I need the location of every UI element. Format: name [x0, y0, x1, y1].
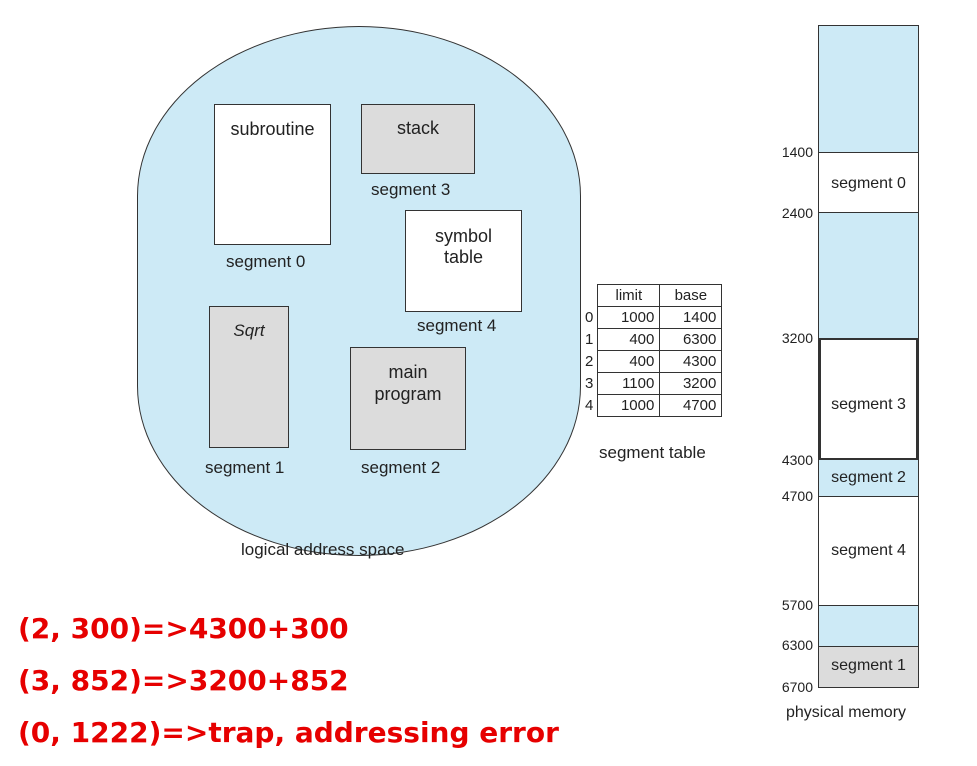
- address-label: 3200: [781, 330, 813, 346]
- header-limit: limit: [597, 284, 661, 307]
- memory-segment-3: segment 3: [819, 338, 918, 460]
- row-limit: 1100: [597, 372, 661, 395]
- address-label: 2400: [781, 205, 813, 221]
- subroutine-box: subroutine: [214, 104, 331, 245]
- row-index: 3: [585, 375, 594, 392]
- sqrt-segment-label: segment 1: [205, 458, 285, 477]
- symbol-table-box: symbol table: [405, 210, 522, 312]
- address-label: 1400: [781, 144, 813, 160]
- address-label: 6700: [781, 679, 813, 695]
- free-block: [819, 213, 918, 338]
- address-label: 4700: [781, 488, 813, 504]
- sqrt-text: Sqrt: [233, 321, 265, 340]
- table-row: 2 400 4300: [585, 350, 723, 373]
- physical-memory: segment 0 segment 3 segment 2 segment 4 …: [818, 25, 919, 688]
- row-base: 1400: [659, 306, 723, 329]
- memory-segment-3-label: segment 3: [831, 396, 906, 413]
- symbol-text-line1: symbol: [434, 226, 492, 246]
- memory-segment-2: segment 2: [819, 460, 918, 497]
- address-label: 4300: [781, 452, 813, 468]
- row-base: 4300: [659, 350, 723, 373]
- address-label: 5700: [781, 597, 813, 613]
- memory-segment-4: segment 4: [819, 497, 918, 606]
- row-index: 0: [585, 309, 594, 326]
- segment-table-header-row: limit base: [585, 284, 723, 307]
- subroutine-text: subroutine: [230, 119, 315, 139]
- row-base: 4700: [659, 394, 723, 417]
- free-block: [819, 26, 918, 152]
- free-block: [819, 606, 918, 646]
- memory-segment-2-label: segment 2: [831, 469, 906, 486]
- row-base: 6300: [659, 328, 723, 351]
- table-row: 1 400 6300: [585, 328, 723, 351]
- symbol-text-line2: table: [443, 247, 484, 267]
- main-segment-label: segment 2: [361, 458, 441, 477]
- table-row: 4 1000 4700: [585, 394, 723, 417]
- main-program-box: main program: [350, 347, 466, 450]
- memory-segment-0-label: segment 0: [831, 175, 906, 192]
- memory-segment-1: segment 1: [819, 646, 918, 687]
- row-base: 3200: [659, 372, 723, 395]
- memory-segment-4-label: segment 4: [831, 542, 906, 559]
- stack-segment-label: segment 3: [371, 180, 451, 199]
- calculation-line-2: (3, 852)=>3200+852: [18, 664, 349, 697]
- symbol-segment-label: segment 4: [417, 316, 497, 335]
- row-limit: 400: [597, 350, 661, 373]
- table-row: 3 1100 3200: [585, 372, 723, 395]
- stack-text: stack: [396, 118, 439, 138]
- sqrt-box: Sqrt: [209, 306, 289, 448]
- row-limit: 1000: [597, 394, 661, 417]
- header-base: base: [659, 284, 723, 307]
- row-index: 4: [585, 397, 594, 414]
- physical-memory-title: physical memory: [786, 704, 907, 721]
- subroutine-segment-label: segment 0: [226, 252, 306, 271]
- calculation-line-3: (0, 1222)=>trap, addressing error: [18, 716, 559, 749]
- row-limit: 1000: [597, 306, 661, 329]
- stack-box: stack: [361, 104, 475, 174]
- row-index: 1: [585, 331, 594, 348]
- segment-table: limit base 0 1000 1400 1 400 6300 2 400 …: [585, 284, 723, 417]
- table-row: 0 1000 1400: [585, 306, 723, 329]
- address-label: 6300: [781, 637, 813, 653]
- memory-segment-1-label: segment 1: [831, 657, 906, 674]
- main-text-line1: main: [388, 362, 428, 382]
- row-index: 2: [585, 353, 594, 370]
- segment-table-title: segment table: [599, 443, 706, 462]
- row-limit: 400: [597, 328, 661, 351]
- calculation-line-1: (2, 300)=>4300+300: [18, 612, 349, 645]
- main-text-line2: program: [374, 384, 442, 404]
- logical-address-space-label: logical address space: [241, 540, 405, 559]
- memory-segment-0: segment 0: [819, 152, 918, 213]
